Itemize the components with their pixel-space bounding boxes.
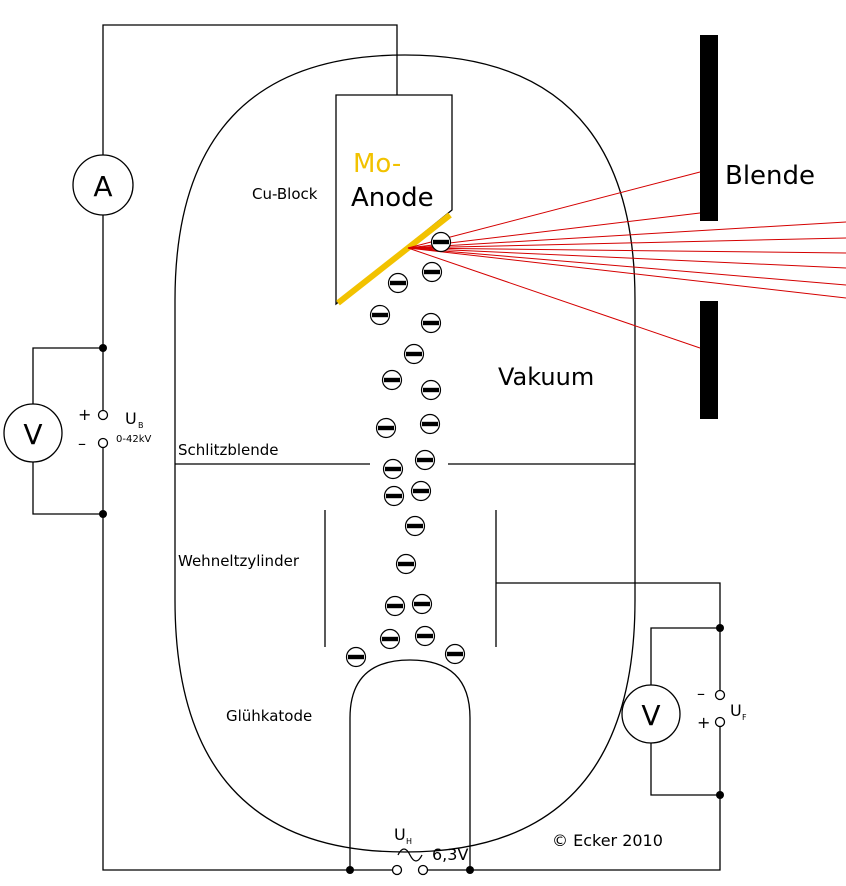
schlitzblende-label: Schlitzblende [178,441,279,459]
heater-terminal [391,864,403,876]
electron [420,312,442,334]
u-h-symbol: U [394,825,406,844]
electron [395,553,417,575]
electron [345,646,367,668]
xray-ray [407,247,846,269]
xray-ray [407,212,701,249]
plus-terminal [97,409,109,421]
xray-ray [407,247,701,349]
xray-ray [407,247,846,286]
minus-terminal-right [714,689,726,701]
mo-target [336,212,452,306]
junction-dot [346,866,354,874]
junction-dot [466,866,474,874]
electron [404,515,426,537]
u-h-subscript: H [406,837,412,846]
plus-terminal-right [714,716,726,728]
electron [414,625,436,647]
electron [379,628,401,650]
gluehkatode-label: Glühkatode [226,707,312,725]
junction-dot [716,791,724,799]
mo-label: Mo- [353,149,401,179]
u-b-symbol: U [125,409,137,428]
u-b-subscript: B [138,421,144,430]
u-h-value: 6,3V [432,845,468,864]
blende-lower [700,301,718,419]
junction-dot [716,624,724,632]
junction-dot [99,344,107,352]
electron [411,593,433,615]
u-f-symbol: U [730,701,742,720]
electron [382,458,404,480]
electron [410,480,432,502]
junction-dot [99,510,107,518]
xray-ray [407,221,846,249]
xray-beams [407,171,846,349]
blende-upper [700,35,718,221]
ammeter-circle [72,154,134,216]
ammeter-wire [102,24,398,160]
electron [419,413,441,435]
electron [421,261,443,283]
xray-ray [407,247,846,254]
ammeter-label: A [93,170,112,203]
right-voltmeter-wire [650,627,720,796]
vakuum-label: Vakuum [498,363,594,391]
electron [430,231,452,253]
plus-sign-left: + [78,405,91,424]
u-b-range: 0-42kV [116,434,151,445]
left-voltmeter-circle [3,403,63,463]
electron-stream [345,231,466,668]
tube-envelope [174,54,636,853]
copyright-label: © Ecker 2010 [552,831,663,850]
electron [384,595,406,617]
right-voltmeter-circle [621,684,681,744]
anode-label: Anode [351,183,434,213]
xray-ray [407,247,846,299]
electron [387,272,409,294]
minus-sign-right: – [697,684,705,703]
gluehkatode-filament [349,659,471,870]
electron [444,643,466,665]
blende-label: Blende [725,161,815,191]
electron [403,343,425,365]
wehneltzylinder-label: Wehneltzylinder [178,552,300,570]
left-voltmeter-label: V [23,418,42,451]
left-supply-wire [102,212,350,871]
plus-sign-right: + [697,713,710,732]
xray-ray [407,171,701,249]
right-voltmeter-label: V [641,699,660,732]
wehnelt-wire [470,582,721,871]
minus-sign-left: – [78,434,86,453]
electron [420,379,442,401]
left-voltmeter-wire [32,347,103,515]
minus-terminal [97,437,109,449]
cu-block-label: Cu-Block [252,185,318,203]
electron [381,369,403,391]
electron [414,449,436,471]
heater-terminal [417,864,429,876]
ac-symbol [397,848,423,862]
electron [383,485,405,507]
u-f-subscript: F [742,713,747,722]
cu-block-anode [335,94,453,306]
electron [375,417,397,439]
electron [369,304,391,326]
xray-ray [407,237,846,249]
